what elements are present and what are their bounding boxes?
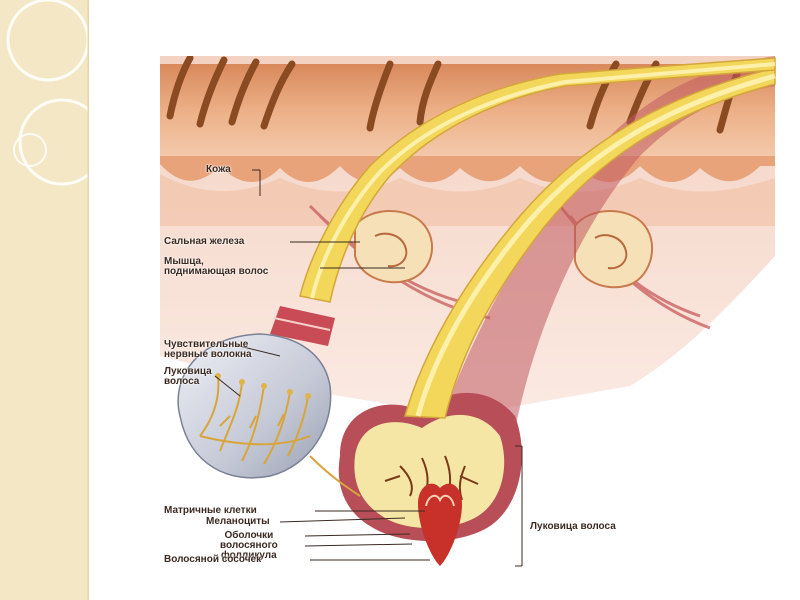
label-hair-bulb-left-line1: Луковица xyxy=(164,366,212,377)
label-follicle-sheaths-line3: фолликула xyxy=(221,550,277,561)
hair-follicle-diagram: Кожа Сальная железа Мышца, поднимающая в… xyxy=(160,56,780,576)
label-sensory-nerve-fibers-line1: Чувствительные xyxy=(164,339,249,350)
label-sensory-nerve-fibers: Чувствительные нервные волокна xyxy=(164,340,252,360)
label-matrix-cells: Матричные клетки xyxy=(164,505,257,516)
label-skin: Кожа xyxy=(206,164,231,175)
label-follicle-sheaths: Оболочки волосяного фолликула xyxy=(220,531,278,561)
label-sensory-nerve-fibers-line2: нервные волокна xyxy=(164,349,252,360)
label-arrector-muscle-line2: поднимающая волос xyxy=(164,266,269,277)
label-dermal-papilla: Волосяной сосочек xyxy=(164,554,262,565)
label-arrector-muscle: Мышца, поднимающая волос xyxy=(164,257,268,277)
label-follicle-sheaths-line1: Оболочки xyxy=(224,530,274,541)
label-hair-bulb-right: Луковица волоса xyxy=(530,521,616,532)
decorative-circles-ornament xyxy=(6,0,88,600)
label-hair-bulb-left-line2: волоса xyxy=(164,376,200,387)
follicle-illustration xyxy=(160,56,776,567)
label-melanocytes: Меланоциты xyxy=(206,516,270,527)
label-sebaceous-gland: Сальная железа xyxy=(164,236,245,247)
sebaceous-gland-left xyxy=(354,210,434,284)
label-follicle-sheaths-line2: волосяного xyxy=(220,540,278,551)
label-hair-bulb-left: Луковица волоса xyxy=(164,367,212,387)
decorative-side-band xyxy=(0,0,89,600)
label-arrector-muscle-line1: Мышца, xyxy=(164,256,204,267)
sebaceous-gland-right xyxy=(574,210,654,289)
